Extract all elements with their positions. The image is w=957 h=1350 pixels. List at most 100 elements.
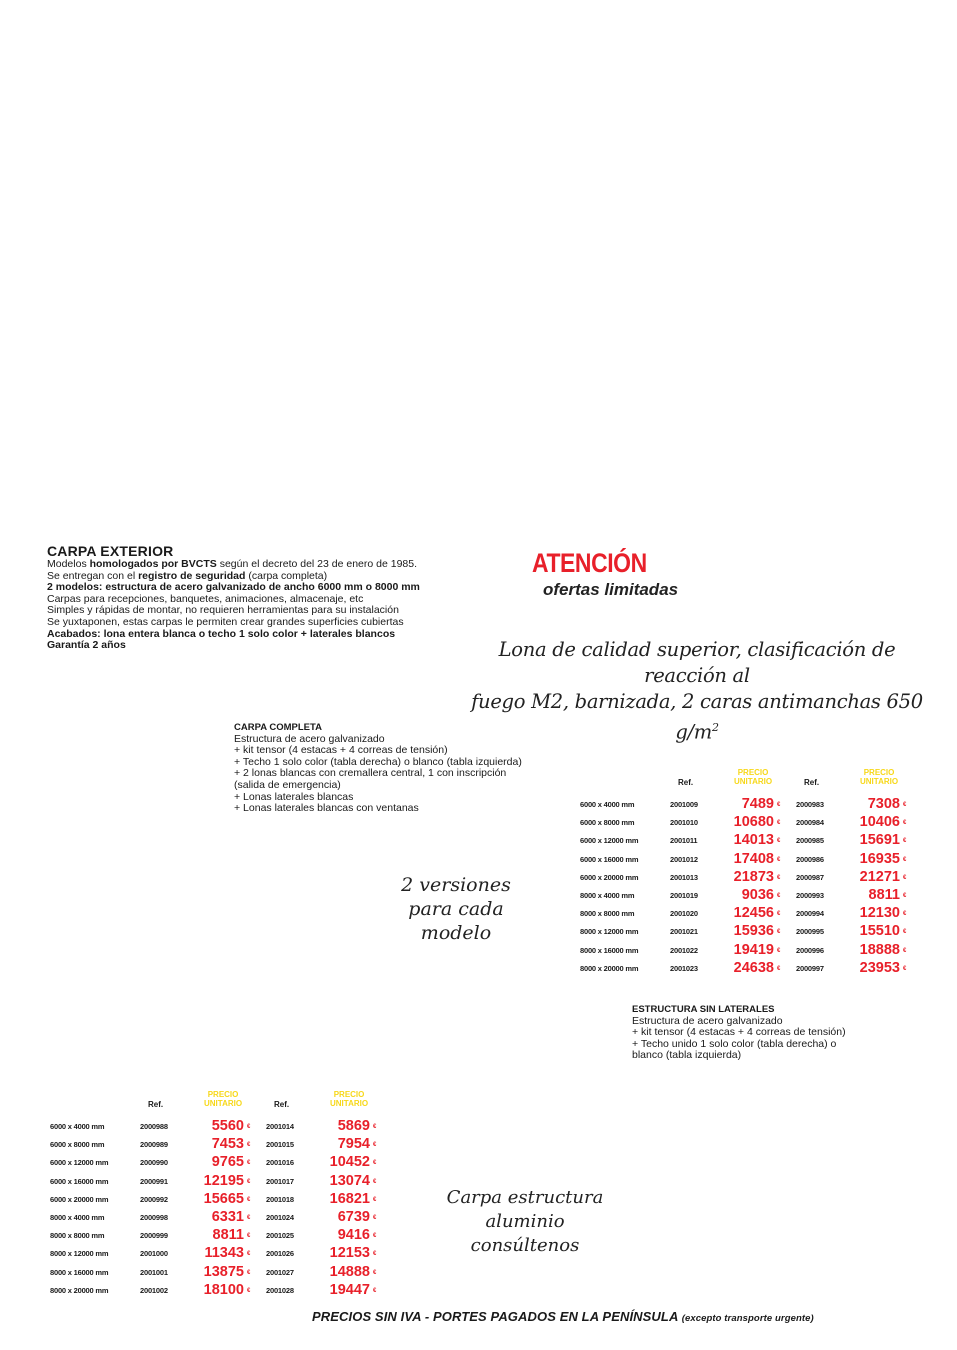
ref-cell: 2001002	[140, 1285, 168, 1295]
intro-line: Carpas para recepciones, banquetes, anim…	[47, 592, 364, 605]
price-cell: 7954	[337, 1136, 370, 1153]
price-cell: 5560	[211, 1118, 244, 1134]
intro-line: Garantía 2 años	[47, 639, 467, 652]
currency-symbol: €	[903, 965, 907, 972]
size-cell: 6000 x 4000 mm	[50, 1122, 105, 1131]
ref-cell: 2001023	[670, 963, 698, 973]
price-cell: 15665	[203, 1190, 244, 1207]
header-price-2: UNITARIO	[734, 777, 773, 786]
price-cell: 10452	[329, 1154, 370, 1171]
price-cell: 11343	[204, 1245, 244, 1262]
price-cell: 16821	[329, 1190, 370, 1207]
ref-cell: 2000984	[796, 818, 824, 828]
currency-symbol: €	[247, 1269, 251, 1276]
currency-symbol: €	[247, 1196, 251, 1203]
ref-cell: 2001010	[670, 818, 698, 828]
ref-cell: 2001020	[670, 909, 698, 919]
footer-note: PRECIOS SIN IVA - PORTES PAGADOS EN LA P…	[312, 1309, 912, 1324]
intro-line: Modelos homologados por BVCTS según el d…	[47, 558, 467, 571]
price-cell: 21873	[733, 868, 774, 885]
price-cell: 19447	[329, 1281, 370, 1298]
size-cell: 8000 x 20000 mm	[580, 963, 639, 973]
footer-small: (excepto transporte urgente)	[681, 1313, 814, 1324]
currency-symbol: €	[903, 856, 907, 863]
currency-symbol: €	[903, 874, 907, 881]
price-cell: 12153	[329, 1245, 370, 1262]
price-cell: 8811	[868, 886, 900, 903]
header-price-1: PRECIO	[333, 1090, 365, 1099]
ref-cell: 2001000	[140, 1249, 168, 1259]
desc-line: + Lonas laterales blancas	[234, 790, 354, 803]
size-cell: 6000 x 16000 mm	[580, 854, 639, 864]
intro-bold: registro de seguridad	[138, 569, 246, 582]
price-cell: 7453	[211, 1136, 244, 1153]
ref-cell: 2000996	[796, 945, 824, 955]
currency-symbol: €	[247, 1178, 251, 1185]
ref-cell: 2001026	[266, 1249, 294, 1259]
currency-symbol: €	[903, 892, 907, 899]
intro-line: Simples y rápidas de montar, no requiere…	[47, 604, 399, 617]
price-cell: 14013	[733, 832, 774, 849]
price-cell: 6739	[337, 1208, 370, 1225]
carpa-completa-desc: CARPA COMPLETA Estructura de acero galva…	[234, 722, 564, 815]
price-cell: 9036	[741, 886, 774, 903]
size-cell: 8000 x 8000 mm	[580, 909, 635, 919]
size-cell: 6000 x 8000 mm	[580, 818, 635, 828]
ref-cell: 2001025	[266, 1231, 294, 1241]
ref-cell: 2000991	[140, 1176, 168, 1186]
ref-cell: 2000992	[140, 1194, 168, 1204]
ref-cell: 2001001	[140, 1267, 168, 1277]
lona-note-sup: 2	[711, 721, 719, 734]
price-cell: 9765	[211, 1154, 244, 1171]
size-cell: 8000 x 16000 mm	[580, 945, 639, 955]
intro-line: Se yuxtaponen, estas carpas le permiten …	[47, 615, 404, 628]
ref-cell: 2001016	[266, 1158, 294, 1168]
ref-cell: 2000998	[140, 1212, 168, 1222]
price-cell: 8811	[212, 1227, 244, 1244]
price-cell: 17408	[733, 850, 774, 867]
currency-symbol: €	[373, 1142, 377, 1149]
versions-note: 2 versiones para cada modelo	[398, 873, 514, 945]
price-cell: 21271	[859, 868, 900, 885]
price-cell: 5869	[337, 1118, 370, 1134]
size-cell: 8000 x 8000 mm	[50, 1231, 105, 1241]
ref-cell: 2000993	[796, 890, 824, 900]
price-cell: 19419	[733, 941, 774, 958]
currency-symbol: €	[373, 1251, 377, 1258]
ref-cell: 2001013	[670, 872, 698, 882]
desc-line: + Lonas laterales blancas con ventanas	[234, 802, 419, 815]
ref-cell: 2000985	[796, 836, 824, 846]
estructura-desc: ESTRUCTURA SIN LATERALES Estructura de a…	[632, 1004, 892, 1062]
ref-cell: 2001015	[266, 1140, 294, 1150]
ref-cell: 2000994	[796, 909, 824, 919]
size-cell: 6000 x 12000 mm	[50, 1158, 109, 1168]
currency-symbol: €	[373, 1269, 377, 1276]
ref-cell: 2001028	[266, 1285, 294, 1295]
header-price-2: UNITARIO	[330, 1099, 369, 1108]
ref-cell: 2001009	[670, 800, 698, 809]
estructura-title: ESTRUCTURA SIN LATERALES	[632, 1004, 775, 1015]
price-cell: 18888	[859, 941, 900, 958]
ref-cell: 2000989	[140, 1140, 168, 1150]
price-cell: 15510	[859, 923, 900, 940]
intro-line: Se entregan con el registro de seguridad…	[47, 569, 467, 583]
currency-symbol: €	[777, 911, 781, 918]
header-price-1: PRECIO	[207, 1090, 239, 1099]
header-price-1: PRECIO	[863, 768, 895, 777]
price-cell: 10406	[859, 814, 900, 831]
ref-cell: 2001024	[266, 1212, 294, 1222]
ref-cell: 2000987	[796, 872, 824, 882]
aluminium-note-line: aluminio consúltenos	[470, 1211, 580, 1256]
